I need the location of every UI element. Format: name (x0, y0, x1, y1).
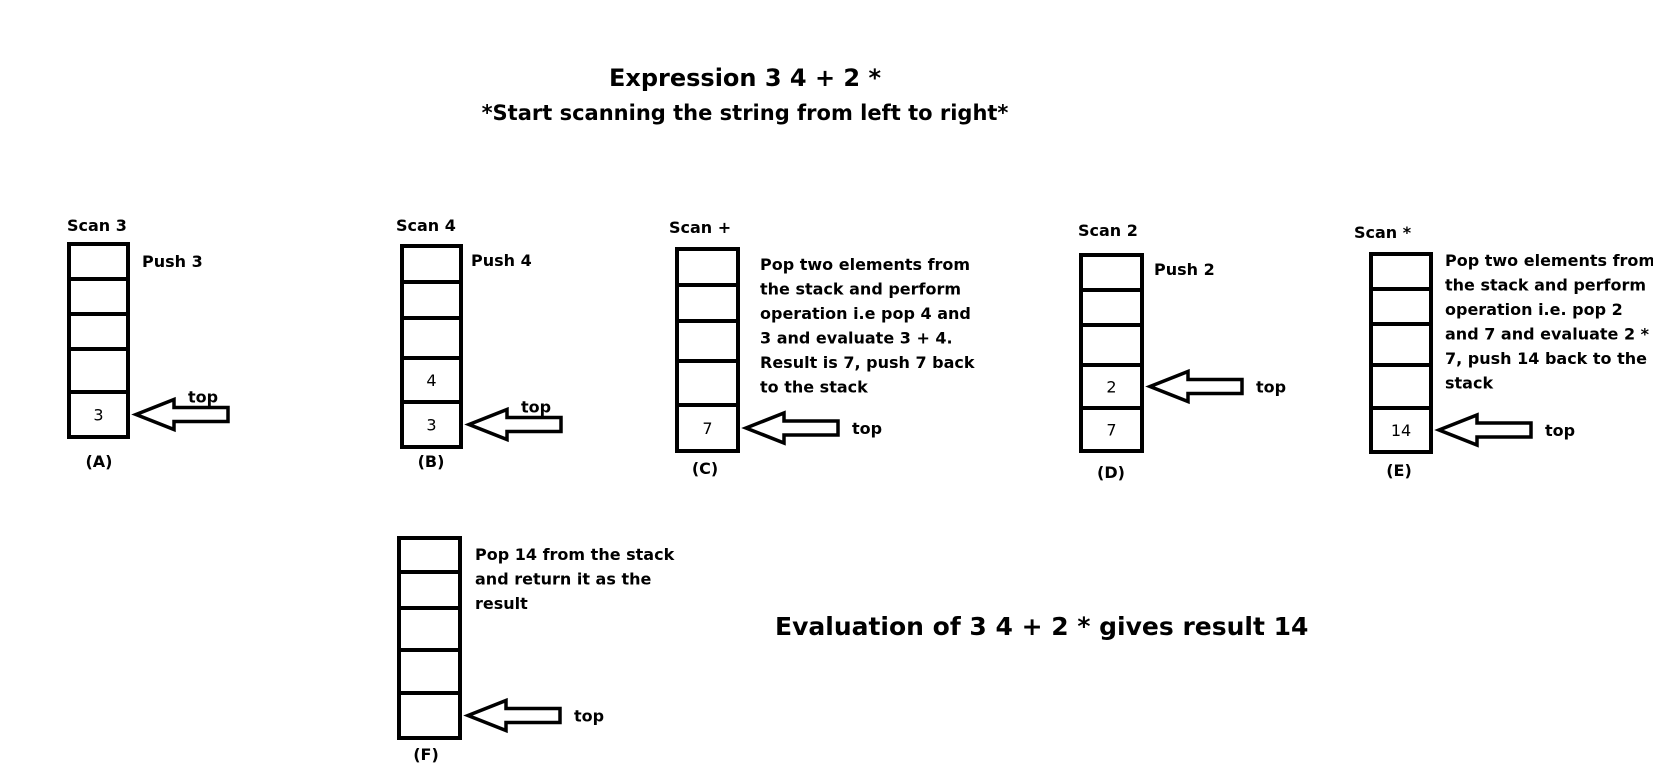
stack-cell (1079, 323, 1144, 367)
stack-cell (1369, 406, 1433, 454)
stack-cell (400, 400, 463, 449)
stack-cell (675, 319, 740, 363)
step-note-line: 3 and evaluate 3 + 4. (760, 329, 953, 348)
stack-step-f: (F) top Pop 14 from the stack and return it… (397, 536, 675, 764)
stack-cell (400, 244, 463, 284)
stack-cell (400, 316, 463, 360)
step-note-line: stack (1445, 374, 1493, 393)
stack-cell (400, 356, 463, 404)
scan-label: Scan + (669, 218, 731, 237)
stack-cell-value: 7 (702, 419, 712, 438)
step-caption: (D) (1097, 463, 1125, 482)
top-label: top (1256, 378, 1286, 397)
step-note-line: Push 2 (1154, 260, 1215, 279)
top-pointer-arrow (463, 697, 562, 734)
stack-cell-value: 7 (1106, 421, 1116, 440)
step-note-line: Pop two elements from (760, 255, 970, 274)
stack-cell (397, 570, 462, 610)
step-caption: (E) (1386, 461, 1412, 480)
step-caption: (F) (413, 745, 439, 764)
step-note-line: operation i.e pop 4 and (760, 304, 971, 323)
step-note-line: Push 3 (142, 252, 203, 271)
stack-cell (397, 536, 462, 574)
step-note-line: Pop two elements from (1445, 251, 1653, 270)
stack-step-e: Scan * 14 (E) top Pop two elements from the s… (1354, 223, 1653, 480)
step-note-line: Push 4 (471, 251, 532, 270)
stack-cell (675, 283, 740, 323)
step-note-line: and return it as the (475, 570, 651, 589)
top-pointer-arrow (464, 406, 563, 443)
stack-cell (1079, 253, 1144, 292)
stack-cell (1079, 406, 1144, 453)
stack-step-d: Scan 2 2 7 (D) top Push 2 (1078, 221, 1286, 482)
stack-cell-value: 3 (93, 406, 103, 425)
stack-cell (397, 691, 462, 740)
step-note-line: the stack and perform (1445, 276, 1646, 295)
stack-cell-value: 14 (1391, 421, 1411, 440)
stack-cell (1079, 288, 1144, 327)
stack-cell (67, 347, 130, 394)
stack-cell (1369, 363, 1433, 410)
scan-label: Scan 4 (396, 216, 456, 235)
top-label: top (574, 707, 604, 726)
scan-label: Scan * (1354, 223, 1412, 242)
stack-cell-value: 4 (426, 371, 436, 390)
step-note-line: to the stack (760, 378, 868, 397)
step-note-line: the stack and perform (760, 280, 961, 299)
stack-cell (67, 277, 130, 316)
stack-cell (1369, 322, 1433, 367)
step-note-line: Pop 14 from the stack (475, 545, 675, 564)
top-label: top (521, 398, 551, 417)
stack-cell (675, 359, 740, 407)
step-note-line: operation i.e. pop 2 (1445, 300, 1623, 319)
result-statement: Evaluation of 3 4 + 2 * gives result 14 (775, 612, 1309, 641)
step-note-line: and 7 and evaluate 2 * (1445, 325, 1650, 344)
top-pointer-arrow (131, 396, 230, 433)
stack-cell (1369, 252, 1433, 291)
stack-cell (397, 606, 462, 652)
stack-cell (400, 280, 463, 320)
step-note-line: 7, push 14 back to the (1445, 349, 1647, 368)
step-note-line: Result is 7, push 7 back (760, 353, 975, 372)
step-caption: (C) (692, 459, 718, 478)
expression-title: Expression 3 4 + 2 * (608, 64, 882, 92)
scan-label: Scan 2 (1078, 221, 1138, 240)
step-caption: (B) (418, 452, 445, 471)
top-label: top (188, 388, 218, 407)
stack-cell (675, 247, 740, 287)
scan-instruction: *Start scanning the string from left to … (481, 101, 1009, 125)
top-label: top (852, 419, 882, 438)
stack-step-c: Scan + 7 (C) top Pop two elements from the st… (669, 218, 975, 478)
stack-cell (67, 390, 130, 439)
scan-label: Scan 3 (67, 216, 127, 235)
stack-cell (397, 648, 462, 695)
top-pointer-arrow (741, 410, 840, 446)
stack-step-a: Scan 3 3 (A) top Push 3 (67, 216, 230, 471)
stack-cell (675, 403, 740, 453)
stack-cell (67, 312, 130, 351)
top-pointer-arrow (1145, 368, 1244, 405)
step-caption: (A) (85, 452, 112, 471)
top-pointer-arrow (1434, 412, 1533, 448)
stack-cell-value: 3 (426, 416, 436, 435)
top-label: top (1545, 421, 1575, 440)
step-note-line: result (475, 594, 528, 613)
stack-step-b: Scan 4 4 3 (B) top Push 4 (396, 216, 563, 471)
stack-cell-value: 2 (1106, 378, 1116, 397)
stack-cell (1079, 363, 1144, 410)
stack-cell (1369, 287, 1433, 326)
stack-cell (67, 242, 130, 281)
